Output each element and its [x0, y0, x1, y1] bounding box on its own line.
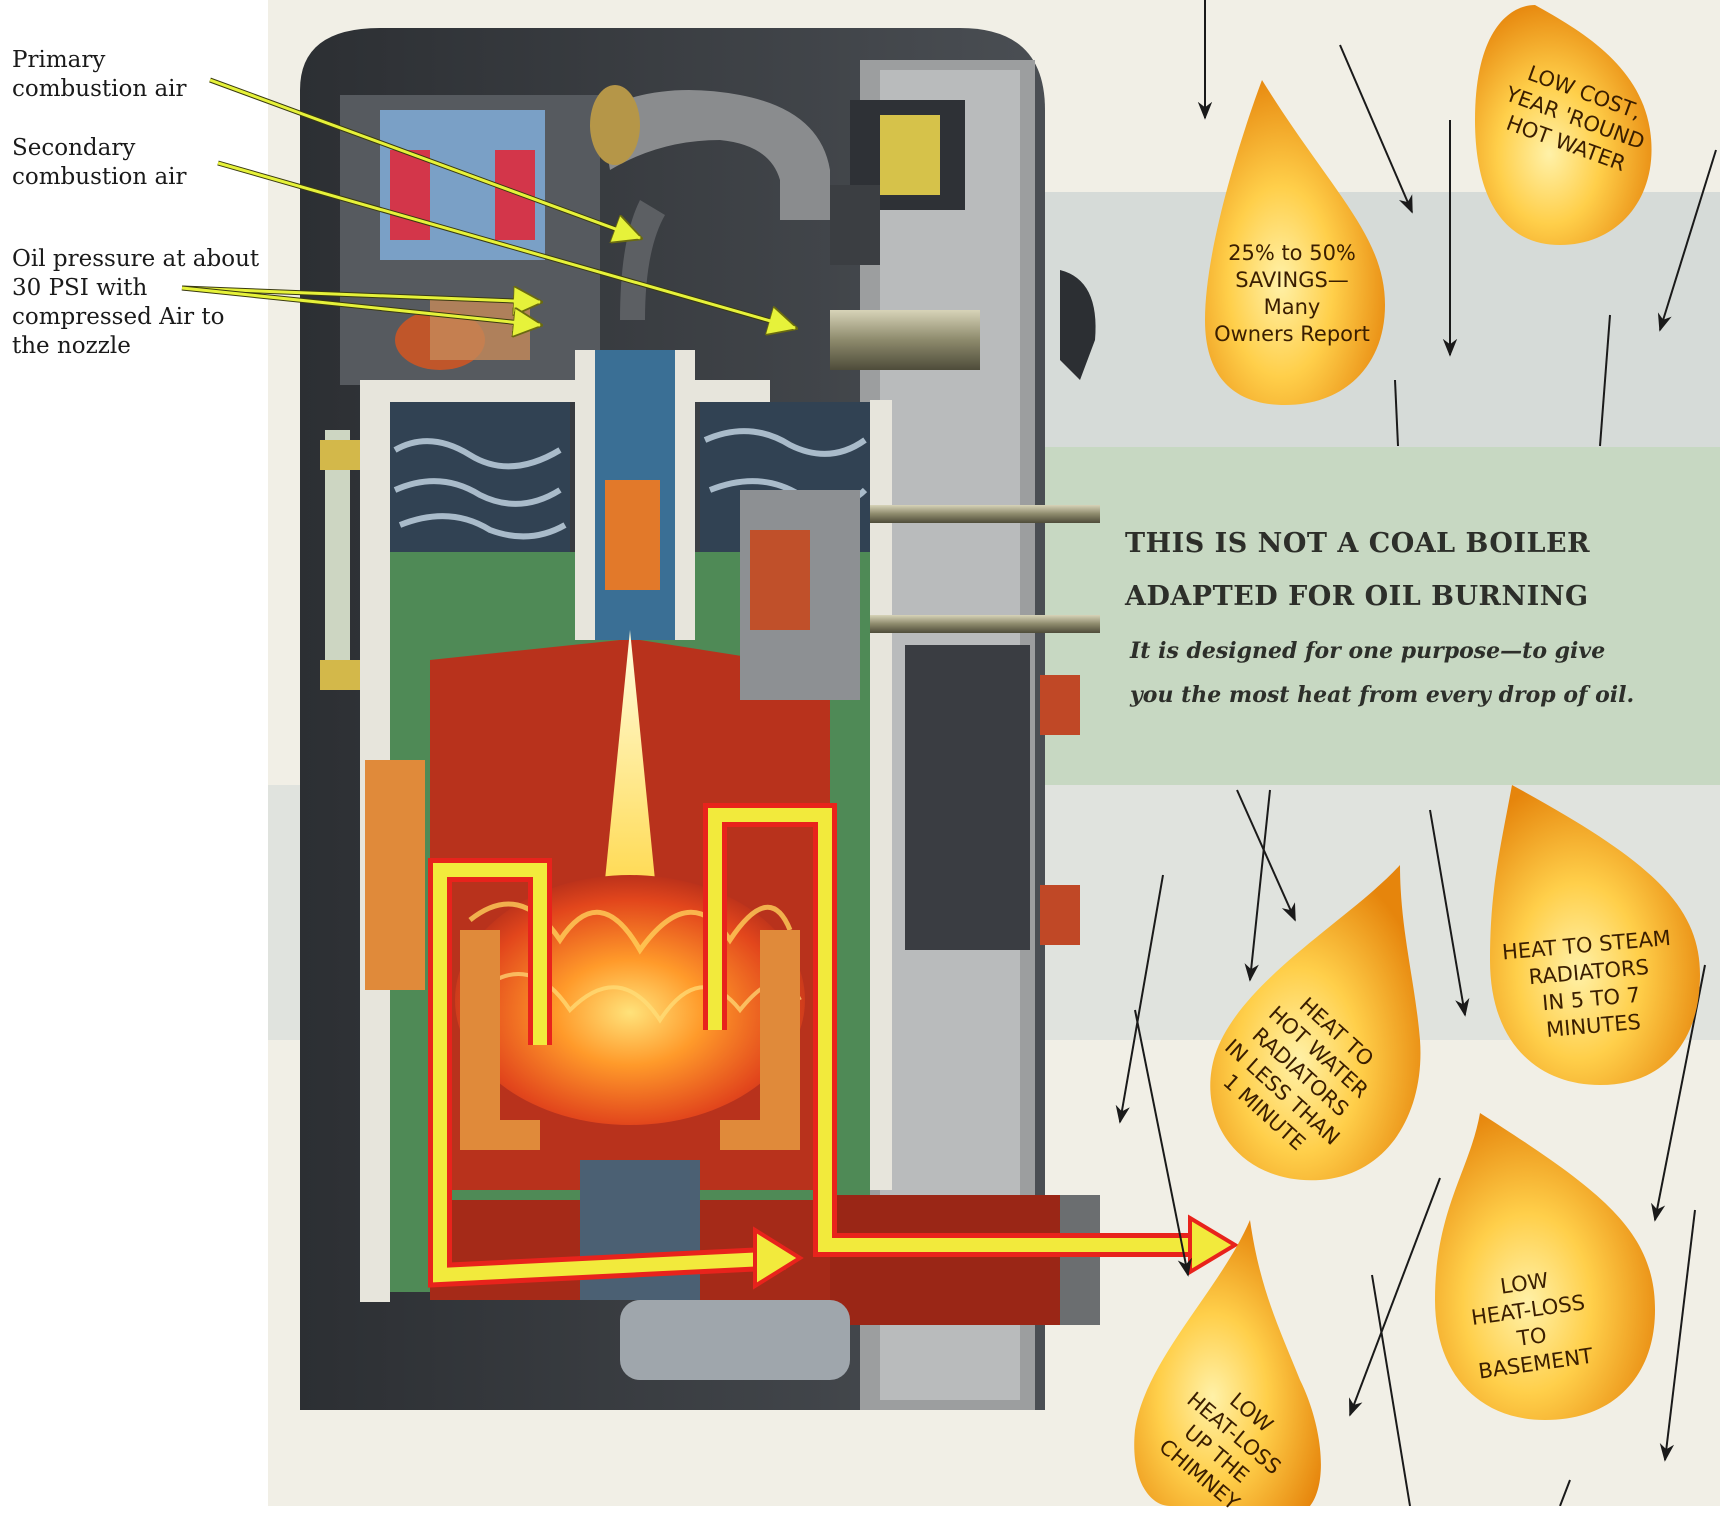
secondary-air-label-line2: combustion air — [12, 164, 187, 190]
drop-steam-radiators-label: HEAT TO STEAM RADIATORS IN 5 TO 7 MINUTE… — [1496, 924, 1685, 1047]
refractory-lining — [460, 930, 540, 1150]
flue-outlet — [830, 1195, 1075, 1325]
water-gauge — [325, 430, 350, 690]
drop-savings-text-3: Many — [1263, 295, 1321, 319]
oil-pressure-label-line4: the nozzle — [12, 333, 131, 359]
headline-line2: ADAPTED FOR OIL BURNING — [1125, 581, 1589, 612]
tagline-line1: It is designed for one purpose—to give — [1130, 638, 1606, 664]
insulation-top — [360, 380, 770, 402]
drop-savings — [1205, 80, 1385, 405]
primary-air-label: Primary combustion air — [12, 46, 187, 104]
tagline-line2: you the most heat from every drop of oil… — [1130, 682, 1635, 708]
drop-savings-text-1: 25% to 50% — [1228, 241, 1356, 265]
drop-basement — [1435, 1113, 1655, 1420]
green-banner — [1030, 447, 1720, 785]
primary-air-label-line1: Primary — [12, 47, 106, 73]
oil-spray — [600, 630, 660, 930]
drop-savings-label: 25% to 50% SAVINGS— Many Owners Report — [1212, 240, 1372, 348]
drop-hot-water-radiators — [1210, 865, 1421, 1181]
oil-drops — [1134, 5, 1700, 1506]
oil-pressure-label-line3: compressed Air to — [12, 304, 225, 330]
drop-steam-radiators — [1490, 785, 1700, 1085]
oil-pressure-label: Oil pressure at about 30 PSI with compre… — [12, 245, 259, 361]
air-plenum — [390, 402, 570, 552]
oil-pressure-label-line2: 30 PSI with — [12, 275, 148, 301]
secondary-air-label: Secondary combustion air — [12, 134, 187, 192]
drop-savings-text-2: SAVINGS— — [1235, 268, 1349, 292]
headline-line1: THIS IS NOT A COAL BOILER — [1125, 528, 1591, 559]
falling-arrows — [1115, 0, 1717, 1506]
drop-basement-label: LOW HEAT-LOSS TO BASEMENT — [1448, 1260, 1612, 1388]
drop-savings-text-4: Owners Report — [1214, 322, 1370, 346]
flue-gas-path-arrow — [428, 803, 1239, 1290]
air-intake-elbow — [600, 90, 830, 220]
drop-chimney — [1134, 1220, 1321, 1506]
pipe-fitting-1 — [830, 310, 980, 370]
control-panel-right — [905, 645, 1030, 950]
primary-air-label-line2: combustion air — [12, 76, 187, 102]
secondary-air-label-line1: Secondary — [12, 135, 136, 161]
drop-hot-water — [1475, 5, 1652, 245]
oil-pressure-label-line1: Oil pressure at about — [12, 246, 260, 272]
